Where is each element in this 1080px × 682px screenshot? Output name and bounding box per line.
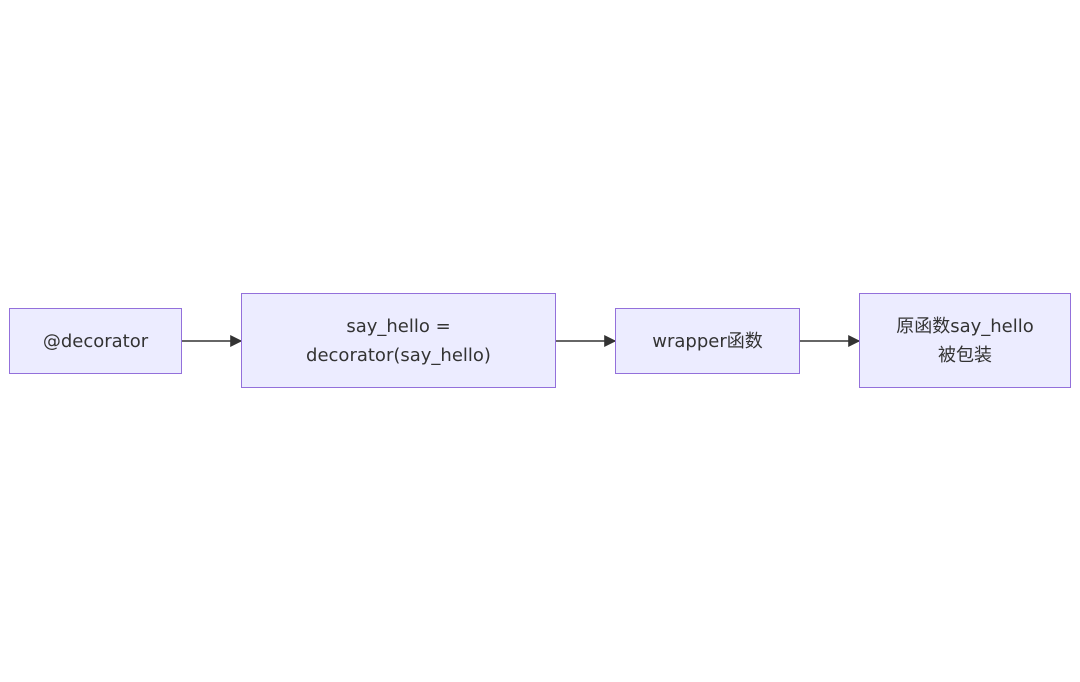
node-wrapped-function-line-2: 被包装 — [938, 344, 992, 366]
node-wrapped-function: 原函数say_hello 被包装 — [859, 293, 1071, 388]
node-wrapper-label: wrapper函数 — [652, 330, 763, 352]
node-decorator: @decorator — [9, 308, 182, 374]
node-assignment-line-1: say_hello = — [346, 315, 451, 337]
node-decorator-label: @decorator — [42, 330, 149, 352]
node-wrapped-function-line-1: 原函数say_hello — [896, 315, 1034, 337]
node-assignment: say_hello = decorator(say_hello) — [241, 293, 556, 388]
node-wrapper: wrapper函数 — [615, 308, 800, 374]
node-assignment-line-2: decorator(say_hello) — [306, 344, 491, 366]
